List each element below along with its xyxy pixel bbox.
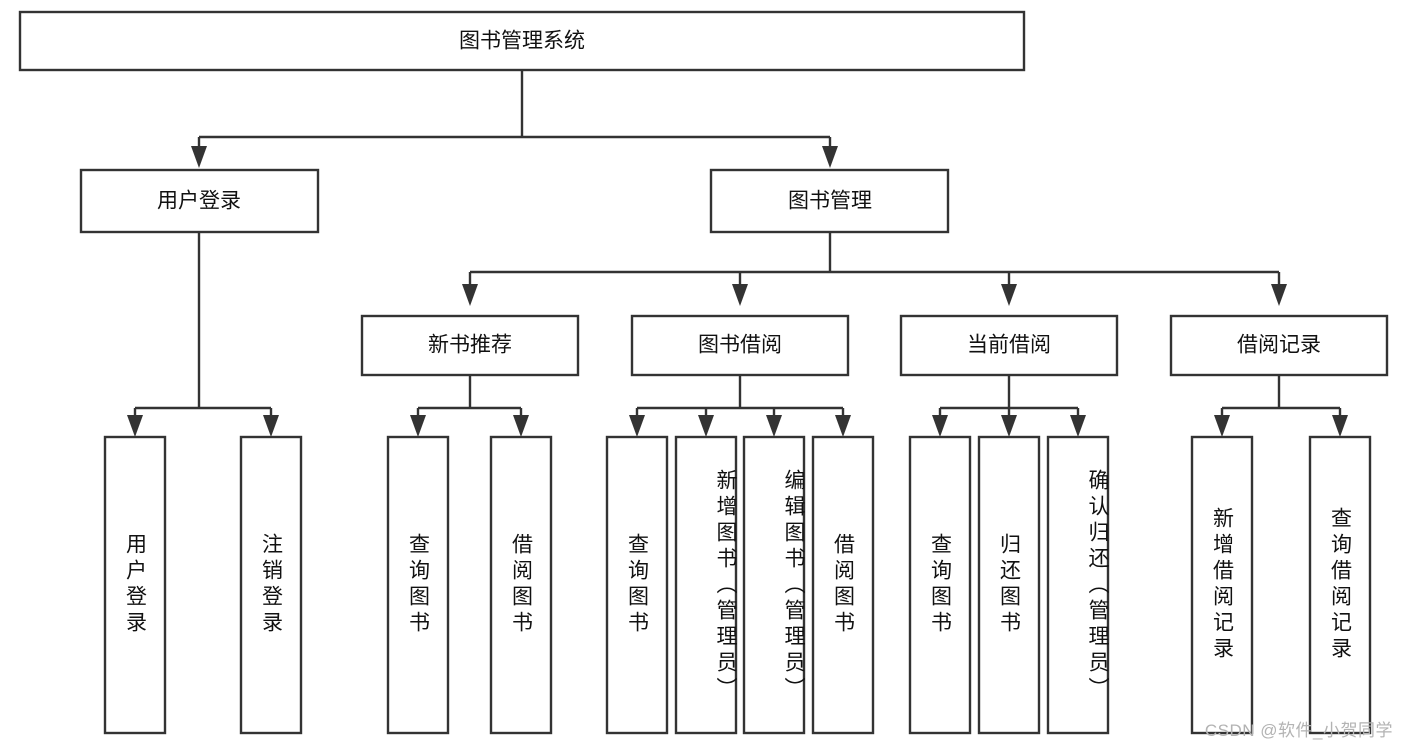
node-user-login[interactable]: 用户登录 (79, 168, 320, 234)
node-borrow-record[interactable]: 借阅记录 (1169, 314, 1389, 377)
leaf-query-borrow-record[interactable] (1308, 435, 1372, 735)
node-new-book-recommend-label: 新书推荐 (428, 334, 512, 357)
leaf-borrow-book[interactable] (811, 435, 875, 735)
node-root-label: 图书管理系统 (459, 30, 585, 53)
connector-newbook-to-leaves (410, 375, 529, 437)
node-borrow-record-label: 借阅记录 (1237, 334, 1321, 357)
leaf-add-borrow-record[interactable] (1190, 435, 1254, 735)
node-root[interactable]: 图书管理系统 (18, 10, 1026, 72)
leaf-query-book-current[interactable] (908, 435, 972, 735)
node-current-borrow-label: 当前借阅 (967, 334, 1051, 357)
node-book-management-label: 图书管理 (788, 190, 872, 213)
node-current-borrow[interactable]: 当前借阅 (899, 314, 1119, 377)
node-user-login-label: 用户登录 (157, 190, 241, 213)
leaf-return-book[interactable] (977, 435, 1041, 735)
leaf-query-book-borrow[interactable] (605, 435, 669, 735)
leaf-borrow-book-new[interactable] (489, 435, 553, 735)
leaf-add-book-admin[interactable] (674, 435, 738, 735)
connector-bookborrow-to-leaves (629, 375, 851, 437)
node-book-borrow[interactable]: 图书借阅 (630, 314, 850, 377)
leaf-confirm-return-admin[interactable] (1046, 435, 1110, 735)
connector-userlogin-to-leaves (127, 232, 279, 437)
connector-booksys-to-level3 (462, 232, 1287, 306)
connector-currentborrow-to-leaves (932, 375, 1086, 437)
leaf-edit-book-admin[interactable] (742, 435, 806, 735)
leaf-query-book-new[interactable] (386, 435, 450, 735)
leaf-user-login[interactable] (103, 435, 167, 735)
node-book-borrow-label: 图书借阅 (698, 334, 782, 357)
node-book-management[interactable]: 图书管理 (709, 168, 950, 234)
connector-root-to-level2 (191, 70, 838, 168)
leaf-logout-login[interactable] (239, 435, 303, 735)
connector-borrowrecord-to-leaves (1214, 375, 1348, 437)
node-new-book-recommend[interactable]: 新书推荐 (360, 314, 580, 377)
